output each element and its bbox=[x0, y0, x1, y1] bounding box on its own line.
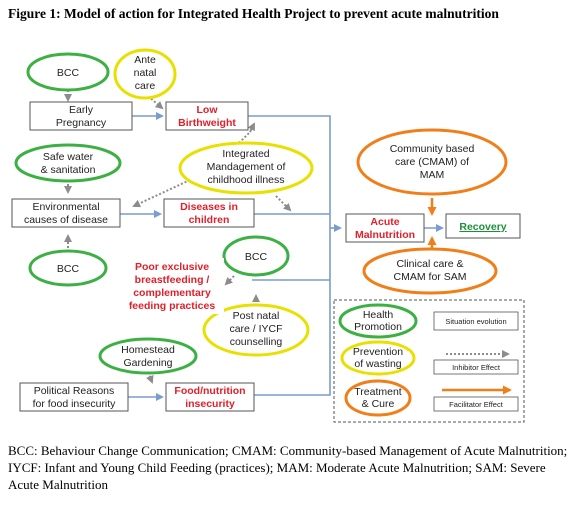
svg-text:Safe water: Safe water bbox=[43, 151, 94, 163]
svg-text:Mandagement of: Mandagement of bbox=[207, 161, 286, 173]
svg-text:insecurity: insecurity bbox=[185, 398, 235, 410]
svg-text:Early: Early bbox=[69, 104, 94, 116]
svg-text:Situation evolution: Situation evolution bbox=[445, 317, 506, 326]
node-poor-feeding: Poor exclusive breastfeeding / complemen… bbox=[120, 258, 224, 314]
node-early-pregnancy: Early Pregnancy bbox=[29, 101, 133, 131]
svg-text:children: children bbox=[189, 214, 230, 226]
svg-text:feeding practices: feeding practices bbox=[129, 300, 216, 312]
inhibitor-antenatal-to-lowbw bbox=[147, 95, 164, 110]
node-environmental: Environmental causes of disease bbox=[11, 198, 121, 228]
svg-text:care / IYCF: care / IYCF bbox=[229, 323, 282, 335]
svg-text:BCC: BCC bbox=[245, 251, 268, 263]
connectors bbox=[64, 90, 444, 401]
svg-text:Clinical care &: Clinical care & bbox=[396, 258, 463, 270]
legend-inhibitor: Inhibitor Effect bbox=[433, 350, 519, 375]
node-bcc-mid: BCC bbox=[28, 249, 108, 287]
svg-text:natal: natal bbox=[134, 67, 157, 79]
svg-text:Promotion: Promotion bbox=[354, 321, 402, 333]
legend: Health Promotion Situation evolution Pre… bbox=[333, 299, 525, 423]
node-bcc-top: BCC bbox=[26, 52, 110, 92]
svg-text:Community based: Community based bbox=[390, 143, 475, 155]
node-acute-malnutrition: Acute Malnutrition bbox=[345, 213, 425, 243]
svg-text:Integrated: Integrated bbox=[222, 148, 269, 160]
svg-text:Ante: Ante bbox=[134, 54, 156, 66]
svg-text:Facilitator Effect: Facilitator Effect bbox=[449, 400, 504, 409]
node-homestead: Homestead Gardening bbox=[98, 337, 198, 375]
svg-text:Pregnancy: Pregnancy bbox=[56, 117, 107, 129]
svg-text:Prevention: Prevention bbox=[353, 346, 403, 358]
svg-text:childhood illness: childhood illness bbox=[207, 174, 284, 186]
legend-treatment: Treatment & Cure bbox=[344, 379, 412, 417]
node-food-insecurity: Food/nutrition insecurity bbox=[165, 382, 255, 412]
inhibitor-imci-to-lowbw bbox=[221, 131, 251, 161]
inhibitor-bcc-to-poorfeeding bbox=[224, 275, 235, 286]
node-bcc-right: BCC bbox=[222, 235, 290, 277]
svg-text:& Cure: & Cure bbox=[362, 398, 395, 410]
svg-text:Inhibitor Effect: Inhibitor Effect bbox=[452, 363, 501, 372]
arrow-lowbirthweight-to-spine bbox=[248, 115, 331, 228]
node-political: Political Reasons for food insecurity bbox=[19, 382, 129, 412]
svg-text:Low: Low bbox=[197, 104, 219, 116]
node-antenatal: Ante natal care bbox=[113, 48, 177, 100]
svg-text:Birthweight: Birthweight bbox=[178, 117, 236, 129]
node-cmam-mam: Community based care (CMAM) of MAM bbox=[356, 128, 508, 196]
legend-health-promotion: Health Promotion bbox=[338, 303, 418, 339]
svg-text:Treatment: Treatment bbox=[354, 386, 402, 398]
svg-text:Health: Health bbox=[363, 309, 394, 321]
figure-caption: BCC: Behaviour Change Communication; CMA… bbox=[8, 443, 568, 492]
svg-text:& sanitation: & sanitation bbox=[41, 164, 96, 176]
svg-text:Malnutrition: Malnutrition bbox=[355, 229, 415, 241]
arrow-foodinsecurity-to-spine bbox=[254, 228, 331, 396]
node-imci: Integrated Mandagement of childhood illn… bbox=[178, 141, 314, 195]
svg-text:Gardening: Gardening bbox=[123, 357, 172, 369]
svg-text:Diseases in: Diseases in bbox=[180, 201, 238, 213]
svg-text:Homestead: Homestead bbox=[121, 344, 175, 356]
node-clinical-care: Clinical care & CMAM for SAM bbox=[362, 247, 498, 295]
model-diagram: BCC Safe water & sanitation BCC BCC Home… bbox=[11, 48, 525, 423]
node-diseases-children: Diseases in children bbox=[163, 198, 255, 228]
svg-text:for food insecurity: for food insecurity bbox=[33, 398, 117, 410]
svg-text:of wasting: of wasting bbox=[354, 358, 401, 370]
legend-prevention: Prevention of wasting bbox=[340, 340, 416, 376]
svg-text:Recovery: Recovery bbox=[459, 221, 506, 233]
inhibitor-imci-to-diseases bbox=[275, 195, 292, 212]
svg-text:Post natal: Post natal bbox=[233, 310, 280, 322]
figure-title: Figure 1: Model of action for Integrated… bbox=[8, 6, 499, 21]
svg-text:BCC: BCC bbox=[57, 67, 80, 79]
svg-text:care: care bbox=[135, 80, 156, 92]
svg-text:complementary: complementary bbox=[133, 287, 211, 299]
svg-text:Acute: Acute bbox=[370, 216, 399, 228]
node-safe-water: Safe water & sanitation bbox=[14, 143, 122, 183]
legend-facilitator: Facilitator Effect bbox=[433, 385, 519, 412]
node-low-birthweight: Low Birthweight bbox=[165, 101, 249, 131]
svg-text:counselling: counselling bbox=[230, 336, 283, 348]
node-recovery: Recovery bbox=[445, 213, 521, 239]
inhibitor-imci-to-lowbw-head bbox=[247, 122, 255, 133]
svg-text:BCC: BCC bbox=[57, 263, 80, 275]
svg-text:MAM: MAM bbox=[420, 169, 445, 181]
svg-text:Food/nutrition: Food/nutrition bbox=[174, 385, 245, 397]
legend-situation-evolution: Situation evolution bbox=[433, 311, 519, 331]
svg-text:care (CMAM) of: care (CMAM) of bbox=[395, 156, 469, 168]
node-postnatal: Post natal care / IYCF counselling bbox=[202, 303, 310, 357]
svg-text:causes of disease: causes of disease bbox=[24, 214, 108, 226]
svg-text:Poor exclusive: Poor exclusive bbox=[135, 261, 209, 273]
svg-text:Environmental: Environmental bbox=[32, 201, 99, 213]
svg-text:Political Reasons: Political Reasons bbox=[34, 385, 115, 397]
svg-text:breastfeeding /: breastfeeding / bbox=[135, 274, 210, 286]
svg-text:CMAM for SAM: CMAM for SAM bbox=[394, 271, 467, 283]
